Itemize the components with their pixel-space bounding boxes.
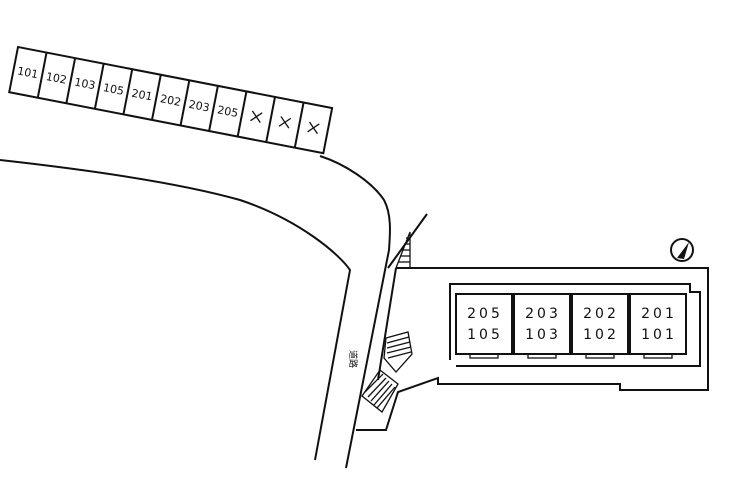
entrance-edge: [387, 213, 428, 269]
unit-entry: [585, 353, 615, 359]
unit-number-lower: 102: [583, 327, 619, 343]
unit-box: [571, 293, 629, 355]
stair-step: [387, 351, 412, 359]
stall-divider: [36, 52, 48, 98]
stall-divider: [122, 69, 134, 115]
stair-step: [367, 377, 387, 398]
parking-row: 101 102 103 105 201 202 203 205: [8, 45, 334, 155]
stair-step: [386, 346, 412, 354]
stall-divider: [208, 85, 219, 132]
unit-entry: [469, 353, 499, 359]
cross-mark-stroke: [278, 117, 292, 127]
stall-label: 203: [188, 98, 211, 115]
stall-divider: [265, 96, 276, 143]
stairs-icon: [361, 331, 413, 413]
stall-label: 202: [159, 92, 182, 109]
stall-divider: [151, 74, 162, 121]
stair-step: [386, 341, 411, 349]
stall-divider: [293, 102, 305, 148]
stall-divider: [236, 91, 248, 137]
stall-divider: [65, 57, 77, 104]
road: 道路: [0, 155, 391, 469]
parking-row-outline: [8, 45, 334, 155]
north-arrow-circle: [670, 238, 694, 262]
building-outline: [449, 283, 701, 367]
north-arrow-needle: [677, 242, 689, 259]
unit-box: [629, 293, 687, 355]
stair-step: [370, 380, 390, 402]
unit-number-lower: 101: [641, 327, 677, 343]
site-boundary-line: [356, 267, 709, 431]
unit-box: [513, 293, 571, 355]
road-label: 道路: [347, 350, 359, 368]
unit-number-upper: 203: [525, 306, 561, 322]
stairs-lower-block: [361, 369, 399, 413]
stair-step: [364, 373, 384, 393]
cross-mark-icon: [278, 116, 292, 129]
cross-mark-icon: [307, 121, 320, 135]
unit-number-lower: 103: [525, 327, 561, 343]
unit-number-upper: 202: [583, 306, 619, 322]
stall-label: 101: [16, 64, 39, 81]
stall-label: 103: [73, 76, 96, 93]
unit-entry: [527, 353, 557, 359]
stall-label: 201: [130, 87, 153, 104]
stall-label: 105: [102, 81, 125, 98]
road-edge-inner: [319, 155, 391, 469]
road-edge-outer: [0, 159, 352, 461]
stairs-upper-block: [383, 331, 413, 373]
stair-step: [376, 386, 396, 409]
site-boundary-left: [377, 267, 397, 381]
cross-mark-stroke: [250, 112, 263, 122]
unit-number-upper: 201: [641, 306, 677, 322]
stall-label: 205: [216, 103, 239, 120]
parking-stalls: 101 102 103 105 201 202 203 205: [16, 52, 320, 148]
unit-entry: [643, 353, 673, 359]
unit-box: [455, 293, 513, 355]
stair-step: [373, 383, 393, 406]
cross-mark-icon: [250, 110, 263, 123]
stall-divider: [93, 63, 105, 109]
stairs-icon: [395, 231, 411, 269]
entrance-area: [387, 213, 428, 269]
unit-number-upper: 205: [467, 306, 503, 322]
unit-number-lower: 105: [467, 327, 503, 343]
site-boundary: [356, 267, 709, 431]
north-arrow-icon: [670, 238, 694, 262]
stall-label: 102: [45, 70, 68, 87]
cross-mark-stroke: [307, 123, 320, 133]
stall-divider: [179, 80, 191, 126]
stair-step: [386, 336, 410, 344]
